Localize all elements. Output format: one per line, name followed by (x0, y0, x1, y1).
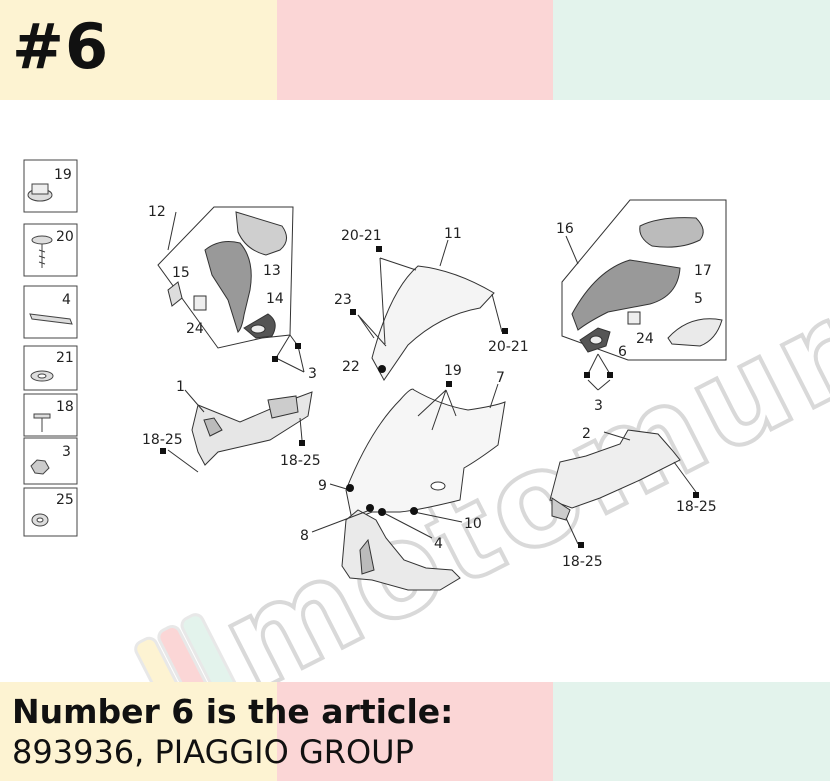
callout-5: 5 (694, 291, 703, 307)
legend-box-4: 4 (23, 285, 78, 339)
callout-12: 12 (148, 204, 166, 220)
left-mirror-assembly (157, 206, 305, 373)
callout-14: 14 (266, 291, 284, 307)
square-marker (502, 328, 508, 334)
caption-article: 893936, PIAGGIO GROUP (12, 733, 414, 771)
right-side-panel (549, 429, 697, 545)
band-segment-yellow (0, 682, 277, 781)
callout-24-left: 24 (186, 321, 204, 337)
dot-marker (366, 504, 374, 512)
callout-10: 10 (464, 516, 482, 532)
callout-9: 9 (318, 478, 327, 494)
callout-3-right: 3 (594, 398, 603, 414)
right-mirror-assembly (561, 199, 727, 391)
square-marker (607, 372, 613, 378)
callout-18-25-b: 18-25 (280, 453, 321, 469)
callout-15: 15 (172, 265, 190, 281)
callout-22: 22 (342, 359, 360, 375)
watermark-text: motomurcia (199, 178, 830, 682)
caption-heading: Number 6 is the article: (12, 692, 454, 731)
legend-box-20: 20 (23, 223, 78, 277)
callout-1: 1 (176, 379, 185, 395)
callout-13: 13 (263, 263, 281, 279)
callout-3-left: 3 (308, 366, 317, 382)
callout-20-21-a: 20-21 (341, 228, 382, 244)
dot-marker (378, 508, 386, 516)
dot-marker (378, 365, 386, 373)
legend-box-25: 25 (23, 487, 78, 537)
band-segment-yellow (0, 0, 277, 100)
dot-marker (410, 507, 418, 515)
dot-marker (346, 484, 354, 492)
bottom-color-band (0, 682, 830, 781)
square-marker (376, 246, 382, 252)
callout-18-25-d: 18-25 (562, 554, 603, 570)
front-fairing (311, 383, 506, 591)
callout-8: 8 (300, 528, 309, 544)
legend-box-21: 21 (23, 345, 78, 391)
square-marker (295, 343, 301, 349)
callout-18-25-c: 18-25 (676, 499, 717, 515)
band-segment-pink (276, 0, 554, 100)
square-marker (584, 372, 590, 378)
legend-box-19: 19 (23, 159, 78, 213)
callout-4: 4 (434, 536, 443, 552)
square-marker (299, 440, 305, 446)
square-marker (272, 356, 278, 362)
legend-box-number: 4 (62, 292, 71, 308)
callout-19: 19 (444, 363, 462, 379)
square-marker (350, 309, 356, 315)
legend-box-number: 20 (56, 229, 74, 245)
callout-2: 2 (582, 426, 591, 442)
legend-box-number: 19 (54, 167, 72, 183)
band-segment-pink (276, 682, 554, 781)
legend-box-number: 3 (62, 444, 71, 460)
legend-box-number: 18 (56, 399, 74, 415)
callout-23: 23 (334, 292, 352, 308)
legend-box-18: 18 (23, 393, 78, 437)
top-color-band (0, 0, 830, 100)
callout-24-right: 24 (636, 331, 654, 347)
callout-16: 16 (556, 221, 574, 237)
callout-18-25-a: 18-25 (142, 432, 183, 448)
left-inner-bracket (167, 389, 313, 473)
hardware-legend: 19 20 4 21 18 3 (23, 159, 78, 537)
band-segment-mint (553, 682, 830, 781)
part-number-heading: #6 (12, 10, 110, 83)
callout-20-21-b: 20-21 (488, 339, 529, 355)
windscreen (357, 239, 503, 381)
exploded-parts-diagram: motomurcia 19 20 4 21 (23, 159, 830, 682)
legend-box-number: 25 (56, 492, 74, 508)
square-marker (578, 542, 584, 548)
callout-6: 6 (618, 344, 627, 360)
band-segment-mint (553, 0, 830, 100)
callout-7: 7 (496, 370, 505, 386)
callout-17: 17 (694, 263, 712, 279)
square-marker (693, 492, 699, 498)
legend-box-3: 3 (23, 437, 78, 485)
square-marker (446, 381, 452, 387)
square-marker (160, 448, 166, 454)
callout-11: 11 (444, 226, 462, 242)
legend-box-number: 21 (56, 350, 74, 366)
